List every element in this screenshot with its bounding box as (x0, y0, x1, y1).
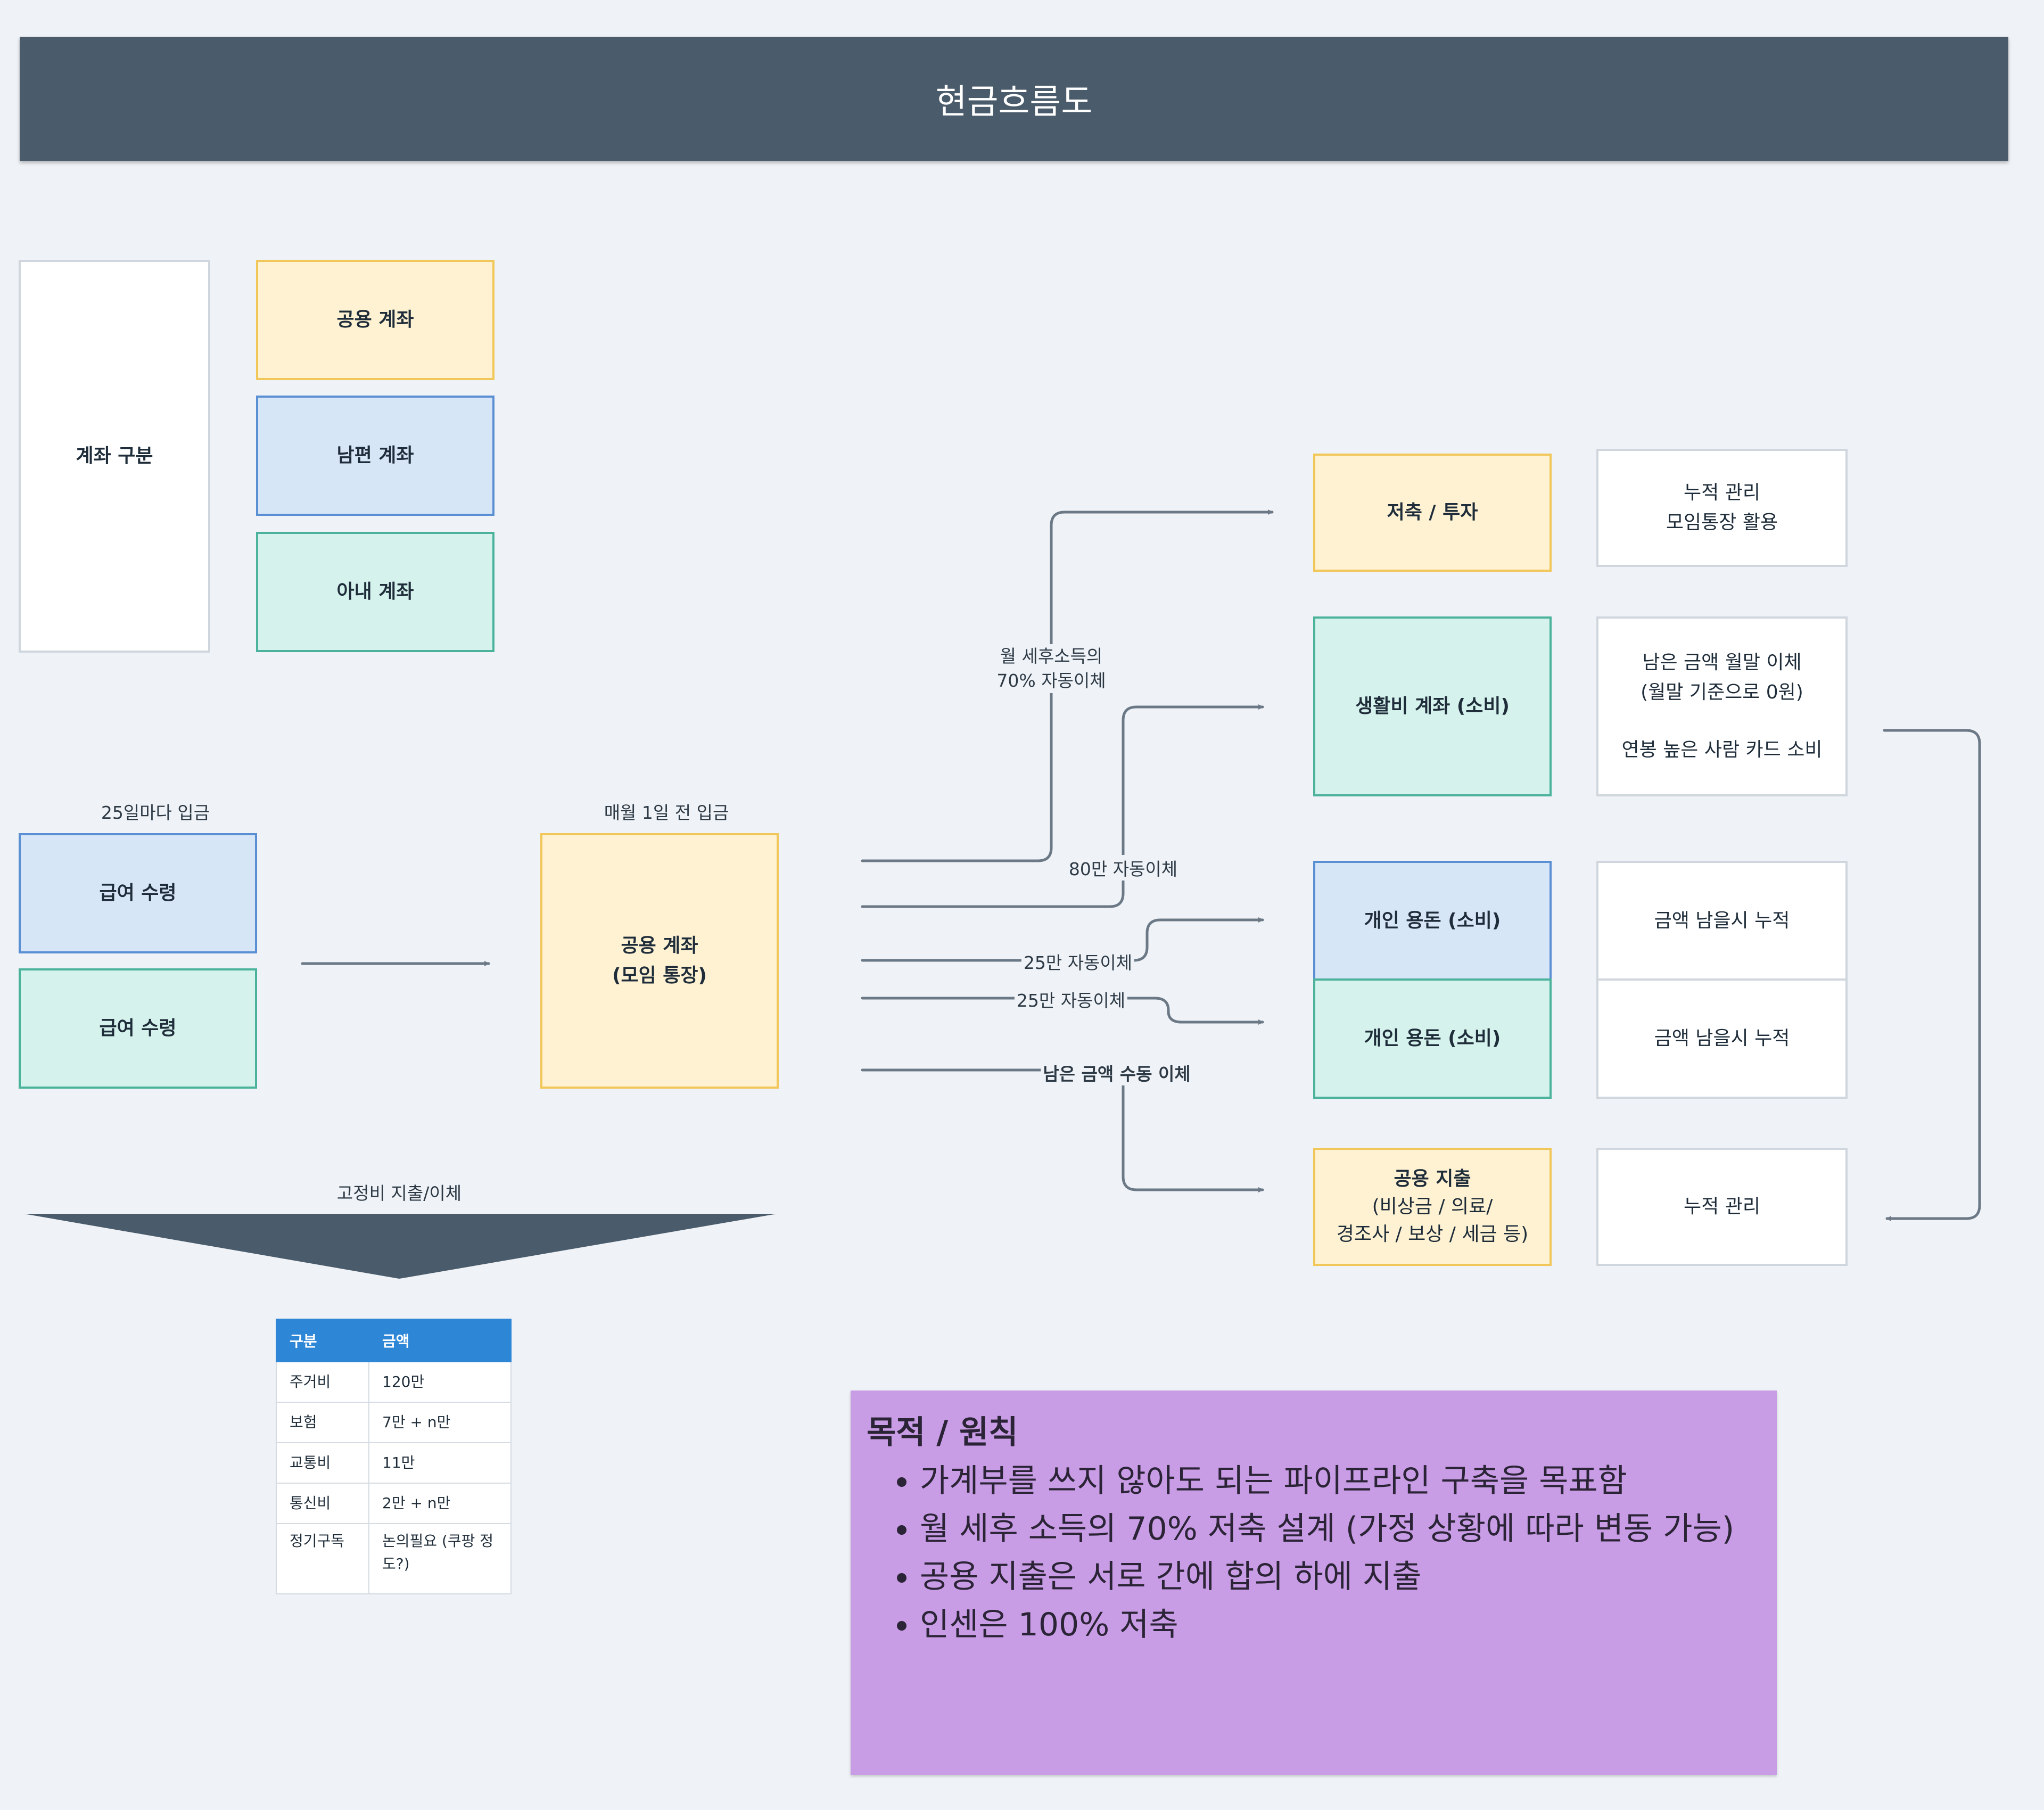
living-note-line1: 남은 금액 월말 이체 (1642, 652, 1802, 674)
list-item: 가계부를 쓰지 않아도 되는 파이프라인 구축을 목표함 (920, 1457, 1777, 1505)
legend-joint-account: 공용 계좌 (256, 260, 494, 380)
pocket-wife-flow-label: 25만 자동이체 (1014, 986, 1128, 1012)
fixed-cost-caption: 고정비 지출/이체 (336, 1183, 462, 1204)
pocket-husband-note-label: 금액 남을시 누적 (1654, 910, 1790, 932)
living-label: 생활비 계좌 (소비) (1355, 695, 1510, 718)
pocket-wife-label: 개인 용돈 (소비) (1364, 1027, 1501, 1050)
legend-label: 계좌 구분 (76, 445, 153, 467)
joint-caption: 매월 1일 전 입금 (604, 802, 729, 823)
page-title: 현금흐름도 (20, 37, 2008, 161)
common-expense-line3: 경조사 / 보상 / 세금 등) (1336, 1223, 1529, 1246)
common-expense-title: 공용 지출 (1394, 1167, 1471, 1190)
table-header-category: 구분 (276, 1319, 369, 1362)
purpose-note: 목적 / 원칙 가계부를 쓰지 않아도 되는 파이프라인 구축을 목표함 월 세… (851, 1391, 1777, 1775)
living-note: 남은 금액 월말 이체 (월말 기준으로 0원) 연봉 높은 사람 카드 소비 (1596, 616, 1848, 796)
fixed-cost-funnel (24, 1214, 777, 1279)
salary-wife-label: 급여 수령 (99, 1017, 177, 1040)
common-expense-note-label: 누적 관리 (1684, 1196, 1760, 1218)
salary-husband-box: 급여 수령 (19, 833, 257, 953)
legend-wife-label: 아내 계좌 (336, 581, 414, 603)
savings-note: 누적 관리 모임통장 활용 (1596, 449, 1848, 567)
table-row: 보험 7만 + n만 (276, 1402, 512, 1443)
salary-caption: 25일마다 입금 (101, 802, 210, 823)
fixed-cost-table-wrap: 구분 금액 주거비 120만 보험 7만 + n만 교통비 11만 통신비 2만… (276, 1319, 512, 1594)
living-flow-label: 80만 자동이체 (1066, 855, 1180, 881)
pocket-husband-box: 개인 용돈 (소비) (1313, 861, 1552, 981)
table-cell-category: 보험 (276, 1402, 369, 1443)
living-to-common-connector (1883, 729, 1981, 1221)
list-item: 인센은 100% 저축 (920, 1601, 1777, 1649)
joint-account-line1: 공용 계좌 (621, 935, 698, 957)
savings-flow-label: 월 세후소득의 70% 자동이체 (994, 644, 1108, 694)
pocket-wife-note: 금액 남을시 누적 (1596, 978, 1848, 1099)
savings-note-line1: 누적 관리 (1684, 482, 1760, 504)
list-item: 공용 지출은 서로 간에 합의 하에 지출 (920, 1553, 1777, 1601)
common-expense-line2: (비상금 / 의료/ (1372, 1195, 1493, 1217)
table-row: 정기구독 논의필요 (쿠팡 정도?) (276, 1523, 512, 1594)
legend-joint-label: 공용 계좌 (336, 309, 414, 331)
living-note-line2: (월말 기준으로 0원) (1641, 681, 1803, 704)
table-cell-category: 교통비 (276, 1442, 369, 1484)
pocket-husband-note: 금액 남을시 누적 (1596, 861, 1848, 981)
table-cell-amount: 논의필요 (쿠팡 정도?) (368, 1523, 512, 1594)
common-flow-label: 남은 금액 수동 이체 (1041, 1060, 1193, 1085)
savings-box: 저축 / 투자 (1313, 454, 1552, 572)
savings-label: 저축 / 투자 (1387, 501, 1478, 524)
pocket-wife-connector (861, 997, 1264, 1025)
table-cell-amount: 11만 (368, 1442, 512, 1484)
pocket-husband-flow-label: 25만 자동이체 (1021, 949, 1135, 974)
legend-label-box: 계좌 구분 (19, 260, 210, 653)
purpose-title: 목적 / 원칙 (867, 1414, 1018, 1451)
savings-note-line2: 모임통장 활용 (1666, 512, 1778, 533)
legend-husband-account: 남편 계좌 (256, 396, 494, 516)
common-expense-box: 공용 지출 (비상금 / 의료/ 경조사 / 보상 / 세금 등) (1313, 1148, 1552, 1266)
table-cell-amount: 120만 (368, 1361, 512, 1403)
pocket-wife-note-label: 금액 남을시 누적 (1654, 1027, 1790, 1050)
living-note-line3: 연봉 높은 사람 카드 소비 (1621, 738, 1823, 761)
legend-husband-label: 남편 계좌 (336, 445, 414, 467)
table-cell-amount: 7만 + n만 (368, 1402, 512, 1443)
common-connector (861, 1068, 1264, 1192)
living-connector (861, 704, 1264, 908)
joint-account-line2: (모임 통장) (612, 965, 707, 986)
legend-wife-account: 아내 계좌 (256, 532, 494, 652)
table-cell-category: 정기구독 (276, 1523, 369, 1594)
table-row: 교통비 11만 (276, 1442, 512, 1484)
salary-husband-label: 급여 수령 (99, 882, 177, 904)
joint-account-box: 공용 계좌 (모임 통장) (540, 833, 779, 1089)
table-cell-category: 통신비 (276, 1483, 369, 1524)
savings-flow-label-line2: 70% 자동이체 (996, 670, 1106, 692)
fixed-cost-table: 구분 금액 주거비 120만 보험 7만 + n만 교통비 11만 통신비 2만… (276, 1319, 512, 1594)
savings-flow-label-line1: 월 세후소득의 (1000, 646, 1103, 667)
table-cell-category: 주거비 (276, 1361, 369, 1403)
table-cell-amount: 2만 + n만 (368, 1483, 512, 1524)
table-header-row: 구분 금액 (276, 1319, 512, 1362)
list-item: 월 세후 소득의 70% 저축 설계 (가정 상황에 따라 변동 가능) (920, 1505, 1777, 1553)
table-header-amount: 금액 (368, 1319, 512, 1362)
purpose-list: 가계부를 쓰지 않아도 되는 파이프라인 구축을 목표함 월 세후 소득의 70… (867, 1457, 1777, 1649)
table-row: 주거비 120만 (276, 1361, 512, 1403)
pocket-husband-label: 개인 용돈 (소비) (1364, 910, 1501, 932)
salary-wife-box: 급여 수령 (19, 968, 257, 1089)
living-box: 생활비 계좌 (소비) (1313, 616, 1552, 796)
common-expense-note: 누적 관리 (1596, 1148, 1848, 1266)
pocket-husband-connector (861, 917, 1264, 962)
table-row: 통신비 2만 + n만 (276, 1483, 512, 1524)
pocket-wife-box: 개인 용돈 (소비) (1313, 978, 1552, 1099)
